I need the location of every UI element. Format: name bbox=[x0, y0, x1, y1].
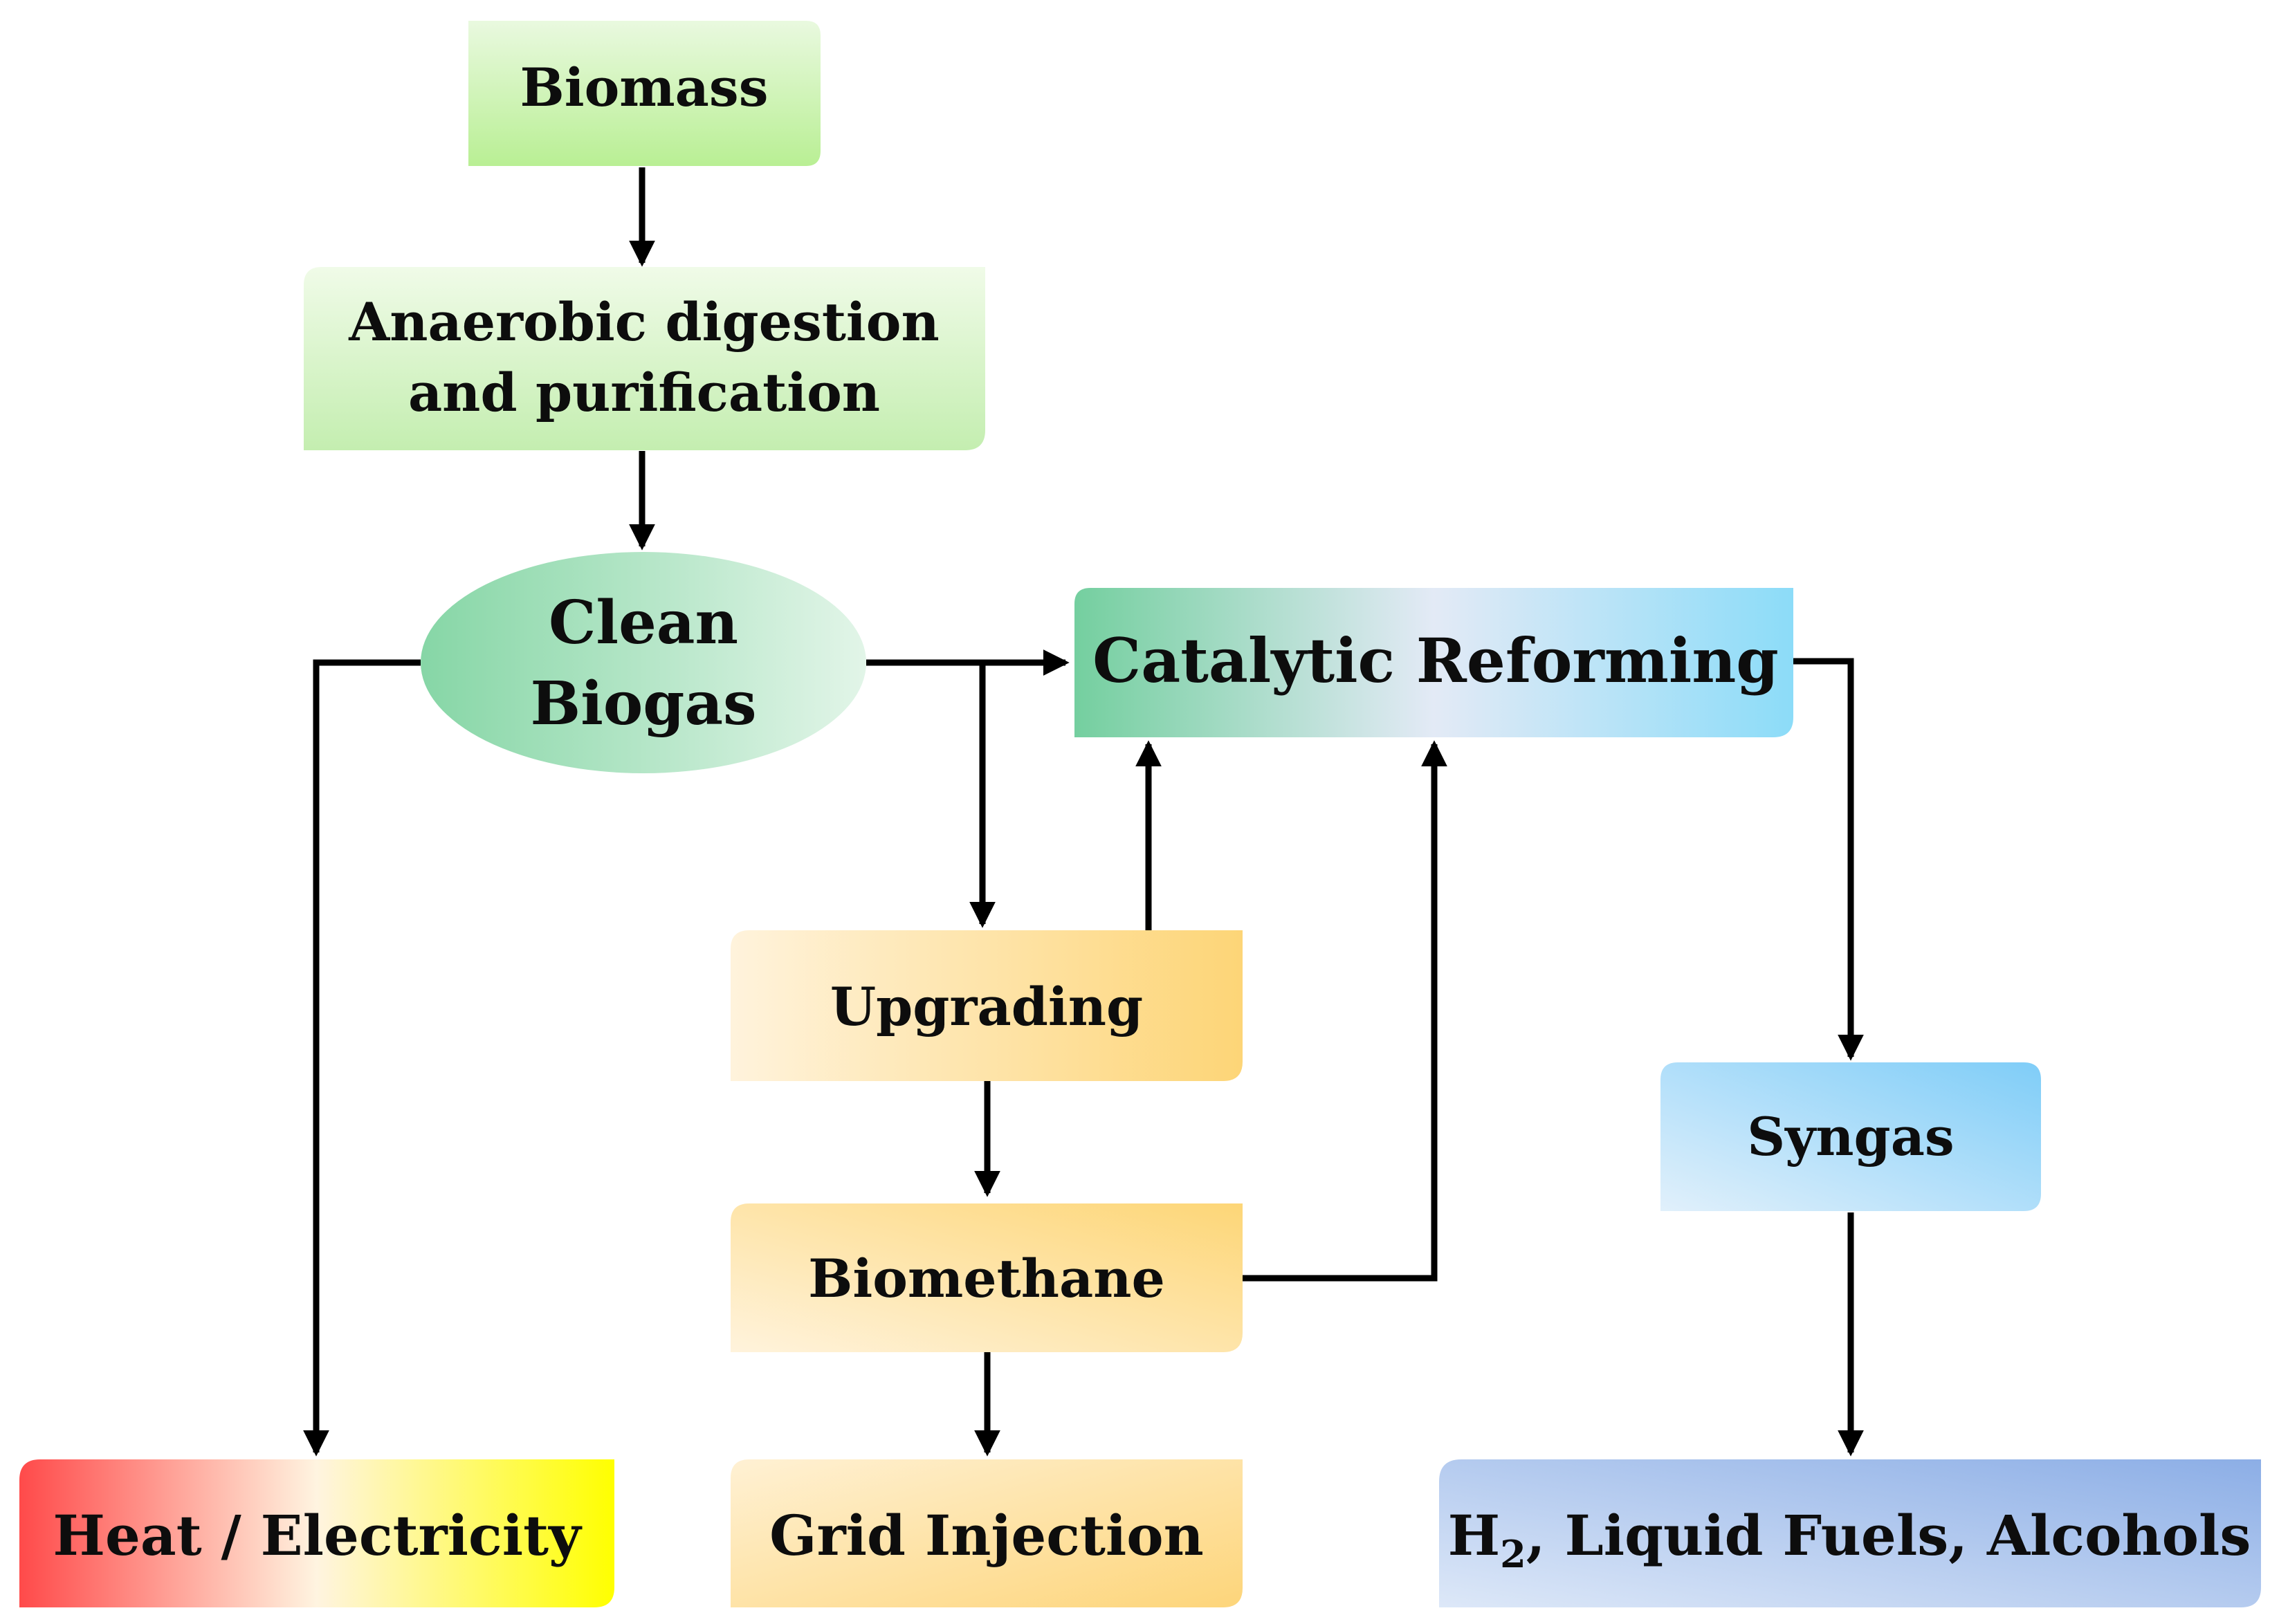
heat-electricity-label: Heat / Electricity bbox=[53, 1503, 583, 1568]
node-clean-biogas: Clean Biogas bbox=[421, 552, 866, 773]
edge-reforming-syngas bbox=[1793, 658, 1864, 1061]
node-h2-liquid-fuels-alcohols: H2, Liquid Fuels, Alcohols bbox=[1439, 1459, 2261, 1607]
node-upgrading: Upgrading bbox=[731, 930, 1243, 1081]
upgrading-label: Upgrading bbox=[830, 976, 1143, 1037]
h2-prefix: H bbox=[1448, 1503, 1501, 1568]
biomass-label: Biomass bbox=[520, 57, 768, 118]
connector-lines bbox=[303, 167, 1864, 1457]
node-anaerobic-digestion: Anaerobic digestion and purification bbox=[304, 267, 985, 450]
catalytic-reforming-label: Catalytic Reforming bbox=[1092, 625, 1779, 696]
anaerobic-label-line2: and purification bbox=[408, 362, 880, 423]
syngas-label: Syngas bbox=[1747, 1106, 1954, 1168]
node-heat-electricity: Heat / Electricity bbox=[19, 1459, 614, 1607]
clean-biogas-label-line2: Biogas bbox=[531, 669, 757, 739]
node-syngas: Syngas bbox=[1660, 1062, 2041, 1211]
node-catalytic-reforming: Catalytic Reforming bbox=[1074, 588, 1793, 737]
edge-biomethane-reforming bbox=[1243, 740, 1447, 1282]
h2-fuels-label: H2, Liquid Fuels, Alcohols bbox=[1448, 1503, 2251, 1576]
node-biomass: Biomass bbox=[468, 21, 821, 166]
edge-biogas-heat bbox=[303, 659, 421, 1457]
biomethane-label: Biomethane bbox=[808, 1248, 1165, 1309]
clean-biogas-label-line1: Clean bbox=[549, 588, 738, 658]
h2-suffix: , Liquid Fuels, Alcohols bbox=[1526, 1503, 2251, 1568]
node-grid-injection: Grid Injection bbox=[731, 1459, 1243, 1607]
grid-injection-label: Grid Injection bbox=[769, 1503, 1204, 1568]
h2-subscript: 2 bbox=[1500, 1532, 1526, 1576]
node-biomethane: Biomethane bbox=[731, 1203, 1243, 1352]
anaerobic-label-line1: Anaerobic digestion bbox=[348, 291, 940, 353]
